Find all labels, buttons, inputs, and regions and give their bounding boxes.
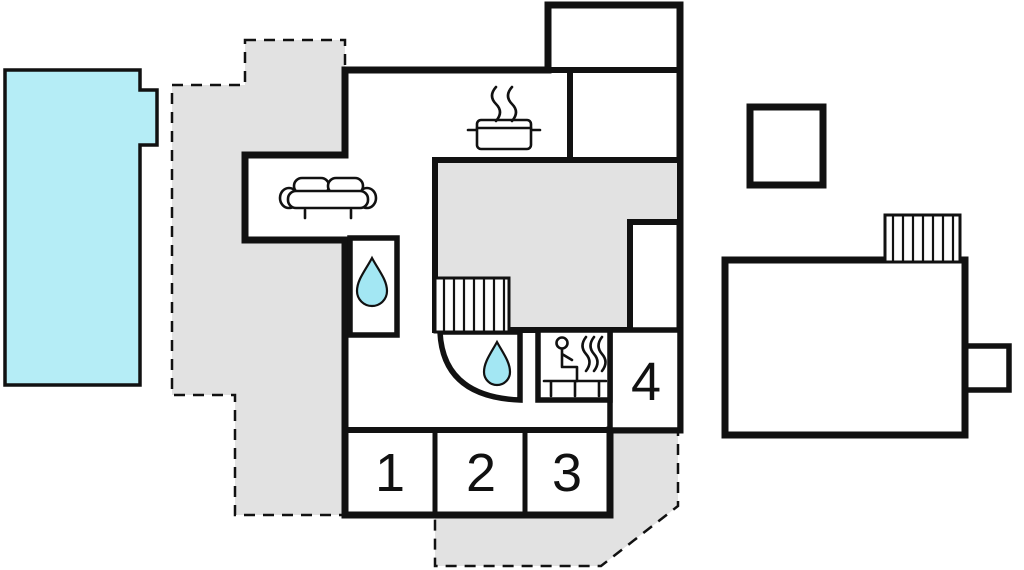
stairs-outline — [433, 276, 511, 334]
terrace-bottom — [433, 428, 680, 568]
small-outbuilding — [746, 103, 827, 189]
sofa-icon — [278, 176, 378, 220]
sauna-person-icon — [542, 336, 608, 398]
person-head — [555, 336, 569, 350]
stairs-risers — [442, 278, 506, 332]
room-3-label: 3 — [552, 443, 582, 503]
cooking-pot-icon — [466, 85, 542, 151]
person-body — [560, 347, 579, 383]
sofa-legs — [303, 208, 353, 220]
room-1-label: 1 — [375, 443, 405, 503]
terrace-left — [170, 38, 347, 517]
sauna-bench — [542, 379, 608, 398]
water-drop-icon-shower — [482, 339, 512, 387]
stairs-icon-right — [883, 213, 962, 264]
stairs-right-risers — [891, 215, 955, 262]
sofa-seat — [286, 189, 370, 210]
steam-icon — [490, 85, 518, 123]
stairs-icon — [433, 276, 511, 334]
right-building — [721, 256, 969, 439]
room-4-label: 4 — [631, 352, 661, 412]
right-building-annex — [960, 343, 1012, 393]
pot-body — [475, 118, 533, 151]
room-4 — [607, 327, 683, 433]
water-drop-icon-bathroom — [355, 255, 389, 308]
room-2-label: 2 — [466, 443, 496, 503]
pool-shape — [3, 68, 159, 387]
heat-waves-icon — [581, 335, 607, 373]
